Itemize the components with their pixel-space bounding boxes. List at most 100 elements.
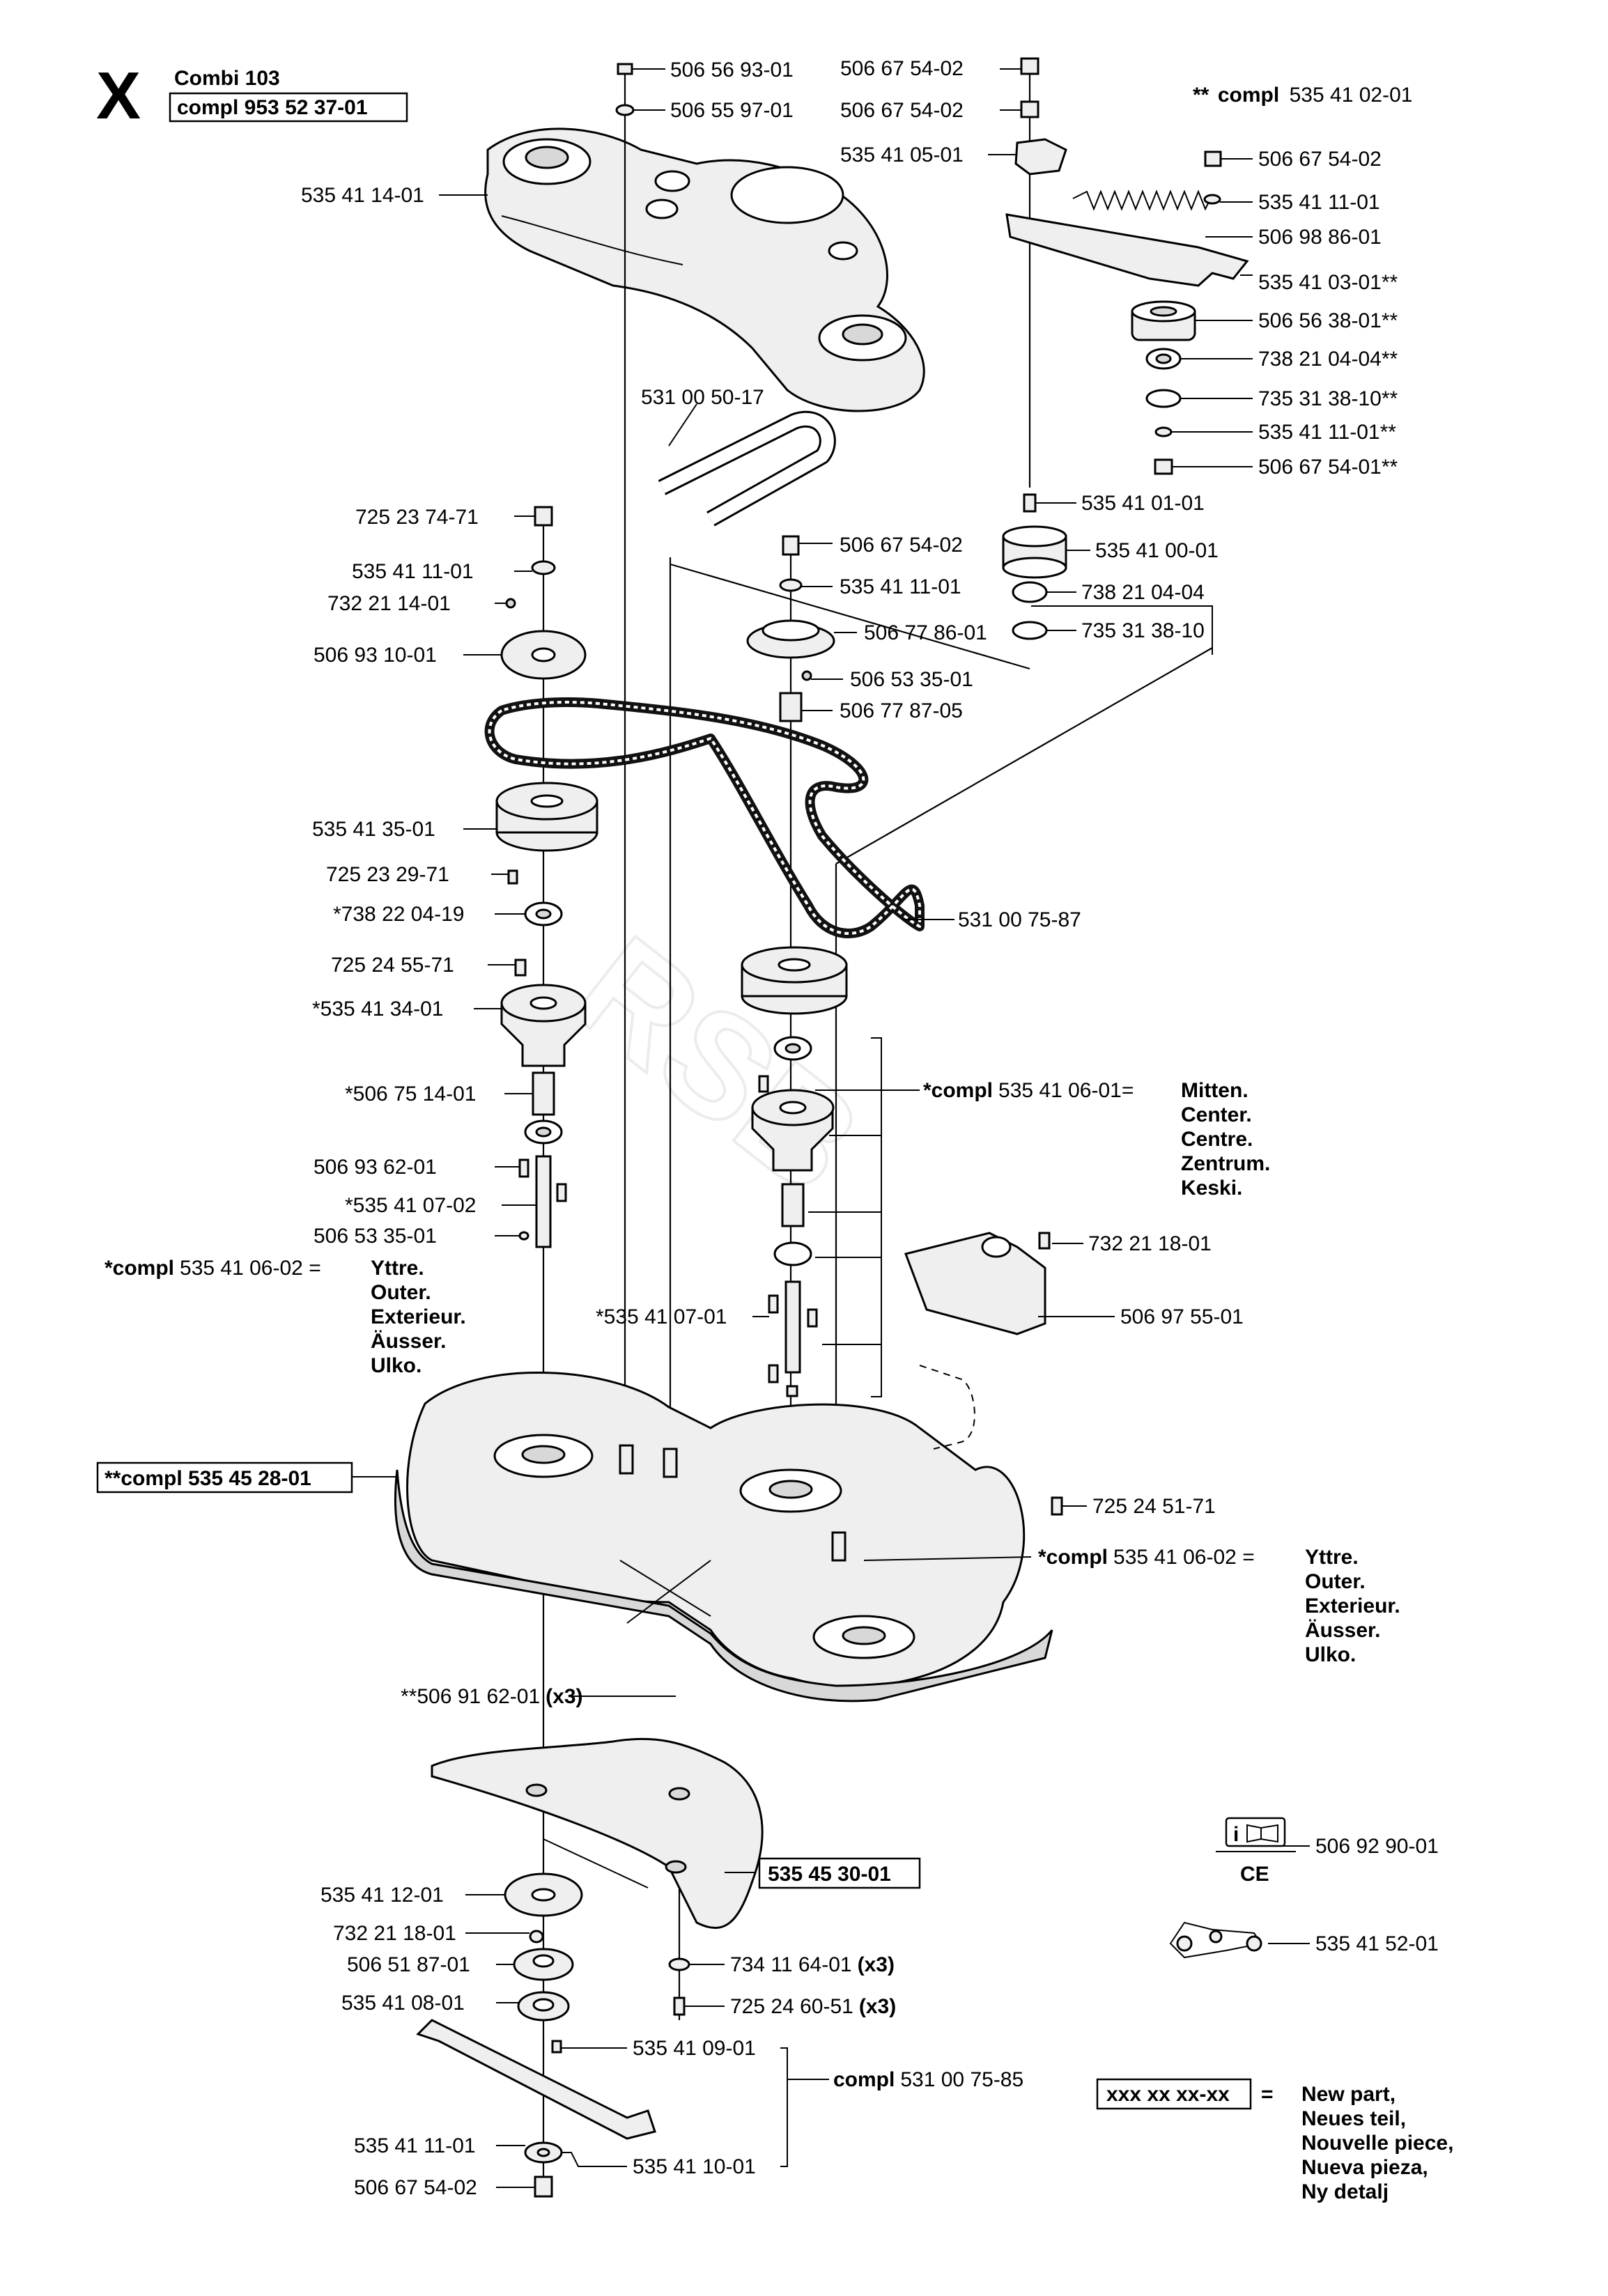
snap-ring-icon bbox=[1145, 389, 1182, 408]
part-label: 725 24 60-51(x3) bbox=[730, 1995, 896, 2018]
part-label: *506 75 14-01 bbox=[345, 1083, 477, 1106]
part-label: 535 41 11-01 bbox=[840, 575, 961, 598]
pin-icon bbox=[786, 1385, 798, 1397]
group-line: Outer. bbox=[371, 1281, 431, 1304]
group-line: Ulko. bbox=[371, 1354, 422, 1377]
screw-icon bbox=[758, 1075, 769, 1093]
part-labels: 506 56 93-01 506 55 97-01 506 67 54-02 5… bbox=[301, 57, 1439, 2199]
note-top-right: ** compl 535 41 02-01 bbox=[1193, 84, 1412, 107]
part-label: 531 00 50-17 bbox=[641, 386, 764, 409]
key-icon bbox=[505, 598, 516, 609]
manual-ce-icon: i CE bbox=[1216, 1817, 1296, 1886]
blade-adapter-hole bbox=[532, 1954, 555, 1968]
part-label: 535 41 09-01 bbox=[633, 2037, 756, 2060]
part-label: 535 41 11-01** bbox=[1258, 421, 1396, 444]
part-label: 506 55 97-01 bbox=[670, 99, 794, 122]
blade-guard-box bbox=[758, 1857, 921, 1889]
part-label: 535 41 03-01** bbox=[1258, 271, 1398, 294]
pin-icon bbox=[551, 2040, 562, 2054]
washer-icon bbox=[615, 104, 635, 116]
bolt-icon bbox=[1020, 57, 1039, 75]
group-line: Outer. bbox=[1305, 1570, 1366, 1593]
legend-line: Ny detalj bbox=[1301, 2180, 1389, 2203]
bolt-icon bbox=[1204, 150, 1222, 167]
legend-line: New part, bbox=[1301, 2083, 1396, 2106]
assembly-number: compl 953 52 37-01 bbox=[177, 96, 368, 119]
part-label: **506 91 62-01(x3) bbox=[401, 1685, 583, 1708]
toothed-pulley-hub bbox=[530, 794, 564, 808]
cover-slot-b bbox=[645, 199, 679, 219]
part-label: 506 56 93-01 bbox=[670, 59, 794, 82]
part-label: 735 31 38-10** bbox=[1258, 387, 1398, 410]
flat-idler-top bbox=[1002, 525, 1067, 548]
top-hardware bbox=[615, 57, 1249, 640]
key-icon bbox=[518, 1158, 529, 1178]
deck-assembly-box bbox=[96, 1461, 353, 1494]
group-line: Mitten. bbox=[1181, 1079, 1248, 1102]
watermark-text: RSB bbox=[546, 906, 890, 1225]
blade-guard-plate bbox=[431, 1737, 764, 1929]
bolt-icon bbox=[673, 1996, 686, 2016]
mower-blade bbox=[416, 2019, 656, 2140]
bolt-icon bbox=[1020, 100, 1039, 118]
cover-hole-center bbox=[730, 166, 844, 224]
pulley-large-top bbox=[762, 619, 820, 642]
part-label: 738 21 04-04 bbox=[1081, 581, 1205, 604]
bearing-inner bbox=[535, 908, 552, 920]
part-label: *535 41 34-01 bbox=[312, 998, 444, 1021]
legend-box bbox=[1096, 2078, 1252, 2110]
left-spindle bbox=[495, 506, 598, 1248]
bolt-icon bbox=[534, 506, 553, 527]
part-label: *535 41 07-02 bbox=[345, 1194, 477, 1217]
part-label: 535 41 11-01 bbox=[352, 560, 474, 583]
stud-icon bbox=[619, 1444, 634, 1475]
bearing-inner bbox=[535, 1126, 552, 1138]
hub-plate-hole bbox=[531, 647, 556, 662]
spindle-shaft bbox=[784, 1280, 801, 1374]
routing-pulley bbox=[1209, 1930, 1223, 1944]
part-label: 506 93 10-01 bbox=[314, 644, 437, 667]
i-book-icon bbox=[1225, 1817, 1286, 1847]
bolt-icon bbox=[534, 2175, 553, 2198]
blade-hub-hole bbox=[532, 1998, 555, 2012]
part-label: 506 77 87-05 bbox=[840, 699, 963, 722]
deck-assembly-label: **compl 535 45 28-01 bbox=[105, 1467, 311, 1490]
legend-line: Nouvelle piece, bbox=[1301, 2132, 1453, 2155]
legend: xxx xx xx-xx = New part, Neues teil, Nou… bbox=[1096, 2078, 1453, 2203]
part-label: 535 41 01-01 bbox=[1081, 492, 1205, 515]
spindle-housing-bore bbox=[779, 1101, 807, 1115]
part-label: 725 24 51-71 bbox=[1092, 1495, 1216, 1518]
part-label: 725 24 55-71 bbox=[331, 954, 454, 977]
bearing-inner bbox=[1155, 353, 1172, 364]
leader bbox=[668, 403, 697, 447]
part-label: 734 11 64-01(x3) bbox=[730, 1953, 895, 1976]
legend-box-label: xxx xx xx-xx bbox=[1106, 2083, 1230, 2106]
part-label: 535 41 14-01 bbox=[301, 184, 424, 207]
timing-belt-teeth bbox=[488, 701, 921, 935]
key-icon bbox=[556, 1183, 567, 1202]
bracket-leader bbox=[871, 1037, 920, 1397]
model-name: Combi 103 bbox=[174, 67, 280, 90]
deck-skirt bbox=[394, 1469, 1053, 1702]
cover-edge-line bbox=[501, 215, 683, 265]
bolt-icon bbox=[617, 63, 633, 75]
stud-icon bbox=[525, 1783, 548, 1797]
belt-routing-icon bbox=[1169, 1921, 1262, 1959]
spacer-tube bbox=[532, 1071, 555, 1116]
screw-icon bbox=[514, 959, 527, 977]
deck-spindle-hub-right bbox=[842, 1626, 886, 1645]
group-line: Center. bbox=[1181, 1103, 1252, 1126]
belt-guard-bracket bbox=[904, 1232, 1046, 1335]
legend-line: Neues teil, bbox=[1301, 2107, 1406, 2130]
bolt-icon bbox=[1051, 1496, 1063, 1516]
stud-icon bbox=[668, 1787, 690, 1801]
snap-ring-icon bbox=[1012, 621, 1048, 640]
part-label: 725 23 74-71 bbox=[355, 506, 479, 529]
leader bbox=[1031, 605, 1213, 655]
part-label: 506 98 86-01 bbox=[1258, 226, 1382, 249]
spacer-icon bbox=[779, 692, 803, 722]
washer-icon bbox=[1154, 426, 1173, 437]
